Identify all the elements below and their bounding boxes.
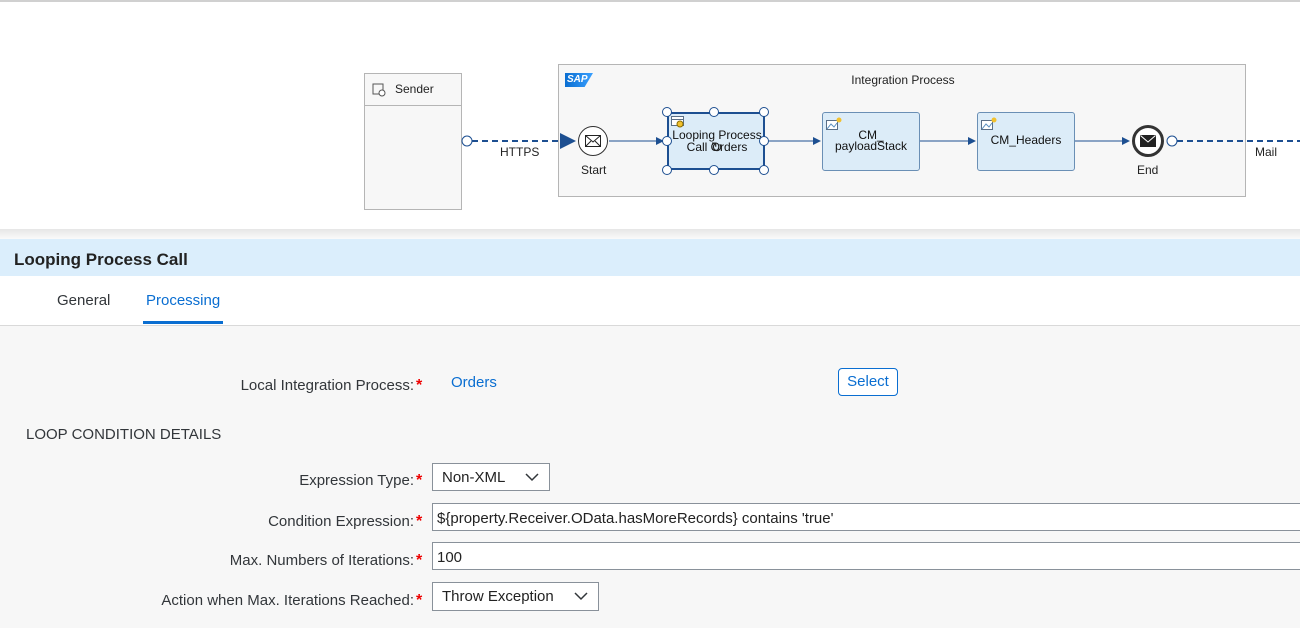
- participant-icon: [372, 83, 386, 97]
- resize-handle-l[interactable]: [662, 136, 672, 146]
- local-integration-process-link[interactable]: Orders: [451, 374, 497, 391]
- select-button[interactable]: Select: [838, 368, 898, 396]
- resize-handle-b[interactable]: [709, 165, 719, 175]
- sender-label: Sender: [395, 82, 434, 96]
- properties-tabs: [0, 276, 1300, 326]
- sap-logo: SAP: [565, 73, 593, 87]
- resize-handle-tr[interactable]: [759, 107, 769, 117]
- required-indicator: *: [416, 377, 423, 394]
- properties-title-bar: [0, 239, 1300, 276]
- loop-icon: ↻: [711, 139, 723, 155]
- sender-header: [365, 74, 461, 106]
- tab-general[interactable]: General: [57, 292, 111, 309]
- expression-type-select[interactable]: Non-XML: [432, 463, 550, 491]
- content-modifier-icon: [826, 117, 842, 130]
- step2-label-line1: CM_: [858, 128, 884, 142]
- condition-expression-input[interactable]: ${property.Receiver.OData.hasMoreRecords…: [432, 503, 1300, 531]
- tab-processing[interactable]: Processing: [146, 292, 221, 309]
- panel-divider[interactable]: [0, 229, 1300, 239]
- content-modifier-icon: [981, 117, 997, 130]
- resize-handle-r[interactable]: [759, 136, 769, 146]
- cm-payloadstack-step[interactable]: CM_ payloadStack: [822, 112, 920, 171]
- required-indicator: *: [416, 472, 423, 489]
- integration-process-label: Integration Process: [851, 73, 955, 87]
- required-indicator: *: [416, 513, 423, 530]
- resize-handle-t[interactable]: [709, 107, 719, 117]
- envelope-filled-icon: [1140, 135, 1156, 147]
- expression-type-label: Expression Type:: [299, 472, 414, 489]
- max-iterations-label: Max. Numbers of Iterations:: [229, 552, 414, 569]
- resize-handle-br[interactable]: [759, 165, 769, 175]
- loop-condition-section-heading: LOOP CONDITION DETAILS: [26, 426, 222, 443]
- mail-label: Mail: [1255, 145, 1278, 159]
- flow-connectors: [461, 133, 1300, 149]
- end-event[interactable]: [1132, 125, 1164, 157]
- required-indicator: *: [416, 592, 423, 609]
- chevron-down-icon: [574, 592, 588, 601]
- step2-label-line2: payloadStack: [834, 139, 908, 153]
- required-indicator: *: [416, 552, 423, 569]
- action-max-iterations-label: Action when Max. Iterations Reached:: [161, 592, 414, 609]
- sender-pool[interactable]: Sender: [364, 73, 462, 210]
- cm-headers-step[interactable]: CM_Headers: [977, 112, 1075, 171]
- process-call-icon: [671, 116, 684, 128]
- step3-label: CM_Headers: [990, 133, 1062, 147]
- chevron-down-icon: [525, 473, 539, 482]
- resize-handle-tl[interactable]: [662, 107, 672, 117]
- action-max-iterations-select[interactable]: Throw Exception: [432, 582, 599, 611]
- https-flow-origin: [461, 135, 473, 147]
- start-event[interactable]: [578, 126, 608, 156]
- expression-type-value: Non-XML: [442, 469, 506, 486]
- processing-form: [0, 326, 1300, 628]
- active-tab-indicator: [143, 321, 223, 324]
- local-integration-process-label: Local Integration Process:: [240, 377, 414, 394]
- step1-label: Looping Process Call Orders: [672, 128, 762, 154]
- end-label: End: [1137, 163, 1159, 177]
- start-label: Start: [581, 163, 607, 177]
- condition-expression-label: Condition Expression:: [268, 513, 414, 530]
- mail-flow-origin: [1166, 135, 1178, 147]
- properties-title: Looping Process Call: [14, 250, 188, 269]
- action-max-iterations-value: Throw Exception: [442, 588, 554, 605]
- looping-process-call-step[interactable]: Looping Process Call Orders ↻: [667, 112, 765, 170]
- envelope-icon: [585, 135, 601, 147]
- resize-handle-bl[interactable]: [662, 165, 672, 175]
- max-iterations-input[interactable]: 100: [432, 542, 1300, 570]
- https-label: HTTPS: [500, 145, 540, 159]
